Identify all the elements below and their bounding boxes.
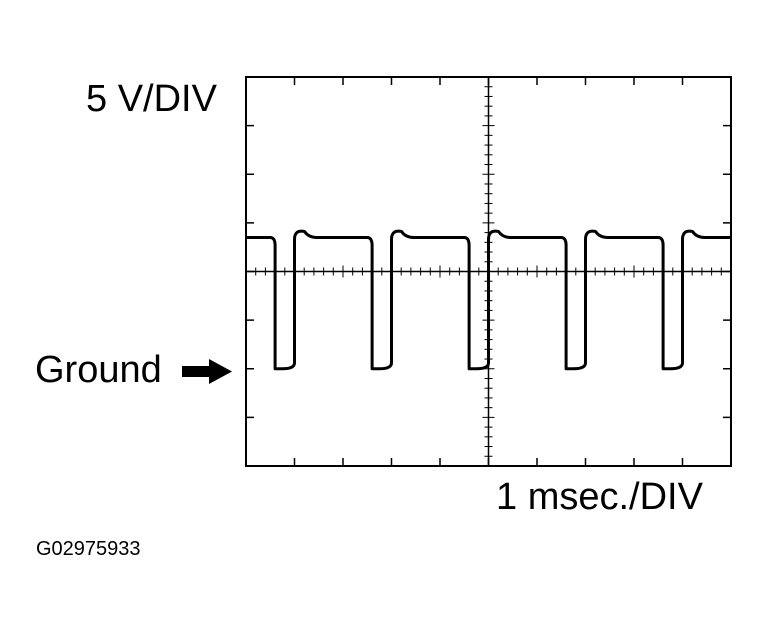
voltage-scale-label: 5 V/DIV xyxy=(86,78,217,120)
ground-label: Ground xyxy=(35,349,162,391)
time-scale-label: 1 msec./DIV xyxy=(496,476,703,518)
graticule xyxy=(245,76,732,467)
signal-waveform xyxy=(247,229,730,371)
ground-arrow-icon xyxy=(182,359,232,384)
figure-id: G02975933 xyxy=(36,538,141,560)
